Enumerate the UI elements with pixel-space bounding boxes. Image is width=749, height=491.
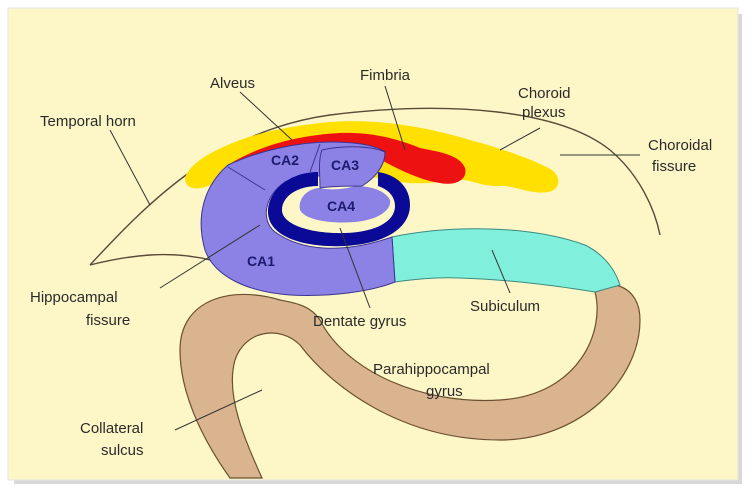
label-parahippocampal-line1: Parahippocampal	[373, 361, 490, 378]
label-hippocampal-fissure-line1: Hippocampal	[30, 289, 118, 306]
label-dentate-gyrus: Dentate gyrus	[313, 313, 406, 330]
label-choroid-plexus-line1: Choroid	[518, 85, 571, 102]
label-choroidal-fissure-line2: fissure	[652, 158, 696, 175]
label-ca3: CA3	[331, 157, 359, 173]
label-fimbria: Fimbria	[360, 67, 411, 84]
label-temporal-horn: Temporal horn	[40, 113, 136, 130]
label-subiculum: Subiculum	[470, 298, 540, 315]
label-ca1: CA1	[247, 253, 275, 269]
label-ca4: CA4	[327, 198, 355, 214]
label-collateral-sulcus-line2: sulcus	[101, 442, 144, 459]
label-choroid-plexus-line2: plexus	[522, 104, 565, 121]
label-ca2: CA2	[271, 152, 299, 168]
label-collateral-sulcus-line1: Collateral	[80, 420, 143, 437]
label-choroidal-fissure-line1: Choroidal	[648, 137, 712, 154]
label-alveus: Alveus	[210, 75, 255, 92]
label-parahippocampal-line2: gyrus	[426, 383, 463, 400]
label-hippocampal-fissure-line2: fissure	[86, 312, 130, 329]
